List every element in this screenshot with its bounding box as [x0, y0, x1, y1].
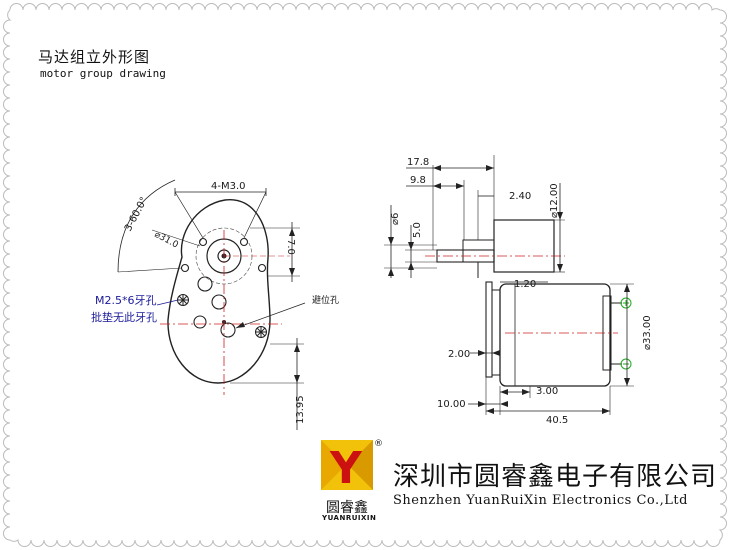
- brand-name-cn: 圆睿鑫: [326, 500, 368, 516]
- dim-phi33-label: ⌀33.00: [642, 315, 653, 350]
- dim-2-00-label: 2.00: [448, 349, 470, 360]
- gear-hole: [211, 294, 227, 310]
- company-name-cn: 深圳市圆睿鑫电子有限公司: [393, 462, 718, 492]
- terminal-minus-icon: [620, 358, 632, 370]
- dim-top-label: 7.0: [285, 239, 296, 255]
- motor-body: [499, 283, 611, 387]
- dim-17-8-label: 17.8: [407, 157, 429, 168]
- screw-hole: [255, 326, 267, 338]
- dim-5-0-label: 5.0: [412, 222, 423, 238]
- mount-hole: [198, 237, 208, 247]
- dim-phi6-label: ⌀6: [390, 213, 401, 225]
- dim-9-8-label: 9.8: [410, 175, 426, 186]
- gear-hole: [197, 276, 213, 292]
- brand-name-en: YUANRUIXIN: [322, 514, 377, 522]
- dim-phi12-label: ⌀12.00: [549, 183, 560, 218]
- gearbox-outline: [167, 199, 271, 384]
- dim-holes-label: 4-M3.0: [211, 181, 246, 192]
- screw-note-line2: 批垫无此牙孔: [91, 310, 157, 324]
- dim-height-label: 13.95: [295, 395, 306, 424]
- dim-10-00-label: 10.00: [437, 399, 466, 410]
- dim-1-20-label: 1.20: [514, 279, 536, 290]
- logo-letter: Y: [329, 443, 363, 494]
- dim-2-40-label: 2.40: [509, 191, 531, 202]
- drawing-title-cn: 马达组立外形图: [38, 48, 151, 66]
- company-name-en: Shenzhen YuanRuiXin Electronics Co.,Ltd: [393, 493, 688, 508]
- dim-40-5-label: 40.5: [546, 415, 568, 426]
- drawing-title-en: motor group drawing: [40, 67, 166, 80]
- terminal-plus-icon: [620, 297, 632, 309]
- dim-3-00-label: 3.00: [536, 386, 558, 397]
- gear-hole: [193, 315, 207, 329]
- mount-hole: [239, 237, 249, 247]
- clearance-hole: [220, 322, 236, 338]
- mount-hole: [257, 263, 267, 273]
- screw-note-line1: M2.5*6牙孔: [95, 294, 156, 307]
- clearance-note: 避位孔: [312, 294, 339, 306]
- registered-mark: ®: [374, 439, 383, 449]
- angle-arc: [117, 179, 176, 273]
